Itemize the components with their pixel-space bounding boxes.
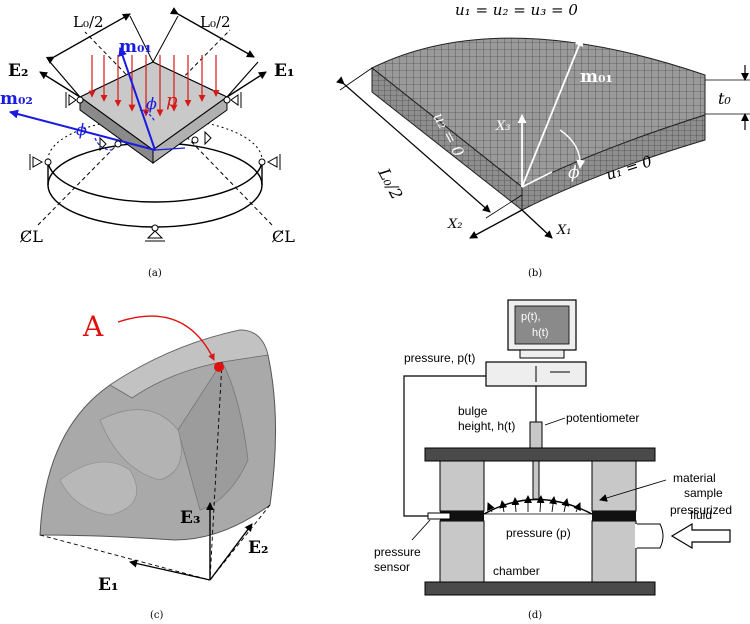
panel-d: p(t), h(t) [374, 299, 732, 621]
label-sensor-2: sensor [374, 560, 410, 574]
clamp-strip-left [440, 511, 484, 521]
monitor-screen [514, 305, 570, 345]
caption-d: (d) [528, 610, 542, 621]
label-pressure-pt: pressure, p(t) [404, 351, 475, 365]
monitor-stand [519, 349, 565, 359]
bulge-arrow [487, 502, 495, 513]
caption-b: (b) [528, 268, 542, 279]
axis-E1-arrow-c [129, 559, 211, 581]
label-E2: E₂ [8, 61, 28, 81]
caption-c: (c) [150, 610, 164, 621]
bottom-plate [424, 581, 656, 596]
pressure-sensor-port [427, 512, 451, 520]
screen-text-ht: h(t) [532, 327, 549, 339]
disk-top-front [47, 159, 263, 203]
clamp-block-left-upper [439, 460, 485, 512]
clamp-block-left-lower [439, 520, 485, 583]
label-pressurized-1: pressurized [670, 503, 732, 517]
label-X3: X₃ [495, 119, 510, 134]
clamp-block-right-lower [591, 520, 637, 583]
label-phi-b: ϕ [568, 163, 580, 183]
bulge-arrow [561, 498, 570, 513]
label-E1: E₁ [274, 61, 294, 81]
shell-facet-2 [59, 461, 137, 516]
top-plate [424, 447, 656, 462]
plate-side-right [152, 96, 228, 164]
label-sensor-1: pressure [374, 545, 421, 559]
potentiometer-rod [532, 460, 540, 500]
label-m01: m₀₁ [119, 37, 152, 57]
pressure-signal-wire [403, 375, 486, 517]
label-E1-c: E₁ [98, 575, 118, 595]
bc-top-label: u₁ = u₂ = u₃ = 0 [455, 1, 578, 19]
axis-E2-arrow-c [209, 523, 253, 581]
bulge-arrow [573, 502, 581, 513]
fluid-inflow-arrow [670, 522, 731, 550]
dim-arrow-left [45, 13, 131, 64]
label-phi-upper: ϕ [146, 94, 157, 113]
mesh-side-right [521, 114, 706, 211]
label-E2-c: E₂ [248, 538, 268, 558]
pointer-A-arrow [117, 315, 215, 361]
label-X1: X₁ [556, 223, 571, 238]
supports-a [29, 92, 281, 242]
label-m01-b: m₀₁ [580, 67, 613, 87]
screen-text-pt: p(t), [521, 311, 541, 323]
label-X2: X₂ [447, 217, 462, 232]
label-bulge-1: bulge [458, 404, 488, 418]
axis-E2-arrow [39, 71, 81, 98]
phi-arc-upper [139, 109, 156, 123]
label-t0: t₀ [718, 89, 731, 108]
label-material-1: material [673, 471, 716, 485]
shell-top-face [109, 329, 269, 399]
caption-a: (a) [148, 268, 162, 279]
label-m02: m₀₂ [0, 89, 33, 109]
axis-X1-arrow [521, 209, 553, 239]
label-E3-c: E₃ [180, 508, 200, 528]
axis-E1-arrow [226, 71, 267, 98]
clamp-block-right-upper [591, 460, 637, 512]
fluid-inlet-pipe [636, 523, 664, 549]
bulge-arrow [536, 495, 545, 513]
panel-c: A E₁ E₂ E₃ (c) [39, 310, 277, 621]
label-L0-half-right: L₀/2 [200, 13, 231, 31]
label-potentiometer: potentiometer [566, 411, 639, 425]
label-phi-lower: ϕ [76, 120, 87, 139]
bulge-pressure-arrows [487, 495, 581, 513]
panel-b: u₁ = u₂ = u₃ = 0 m₀₁ X₃ ϕ u₂ = 0 u₁ = 0 … [336, 1, 750, 279]
potentiometer-body [529, 421, 543, 449]
vector-m02-arrow [9, 109, 156, 151]
label-pressure-p: p [166, 90, 178, 111]
label-pressure-p: pressure (p) [506, 526, 571, 540]
dim-arrow-right [169, 7, 255, 58]
vector-m01-arrow [118, 47, 156, 151]
label-pressurized-2: fluid [690, 508, 712, 522]
panel-a: L₀/2 L₀/2 E₂ E₁ m₀₁ m₀₂ p ϕ ϕ C̸L C̸L (a… [0, 7, 295, 279]
label-centerline-left: C̸L [19, 227, 43, 246]
label-L0-half-b: L₀/2 [374, 164, 407, 203]
vector-m01-white [521, 37, 584, 188]
clamp-strip-right [592, 511, 636, 521]
dim-L0-half-b [336, 76, 491, 213]
phi-arc-b [559, 129, 586, 169]
label-L0-half-left: L₀/2 [73, 13, 104, 31]
bulge-arrow [499, 500, 508, 513]
axis-X2-arrow [469, 209, 523, 239]
label-chamber: chamber [493, 564, 540, 578]
label-point-A: A [82, 310, 104, 343]
label-material-2: sample [684, 486, 723, 500]
phi-arc-lower [94, 137, 113, 151]
bulge-arrow [511, 497, 520, 513]
label-bulge-2: height, h(t) [458, 419, 515, 433]
label-centerline-right: C̸L [271, 227, 295, 246]
point-A-marker [214, 362, 224, 372]
bulge-arrow [549, 496, 558, 513]
shell-facet-1 [99, 409, 182, 481]
